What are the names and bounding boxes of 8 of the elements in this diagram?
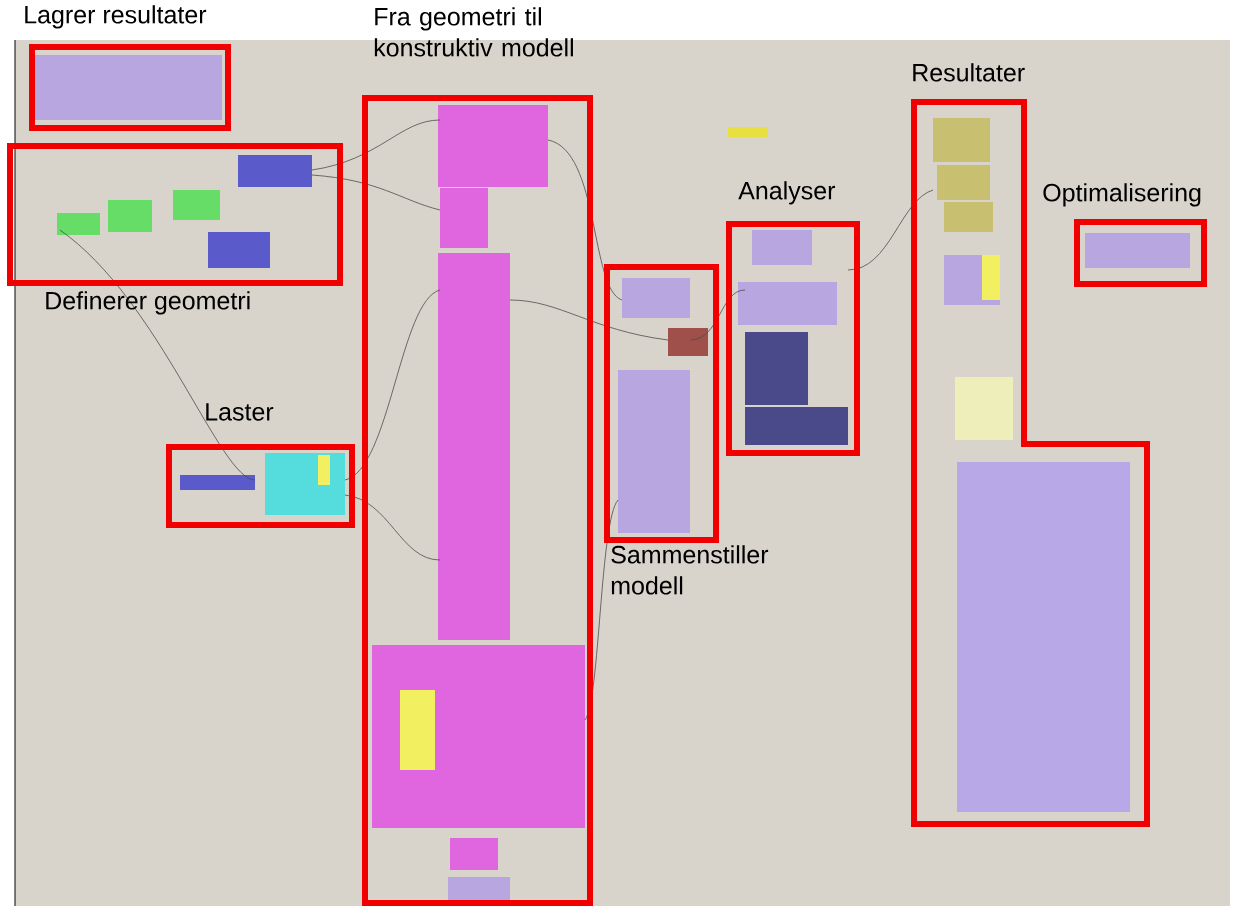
- group-title: Definerer geometri: [46, 291, 250, 315]
- group-title: Analyser: [738, 181, 836, 205]
- group-title: Fra geometri til konstruktiv modell: [374, 7, 573, 57]
- group-title: Sammenstiller modell: [611, 545, 769, 595]
- group-title: Lagrer resultater: [25, 5, 207, 29]
- group-title: Resultater: [913, 63, 1025, 82]
- group-title: Laster: [206, 403, 274, 421]
- group-title: Optimalisering: [1043, 183, 1201, 207]
